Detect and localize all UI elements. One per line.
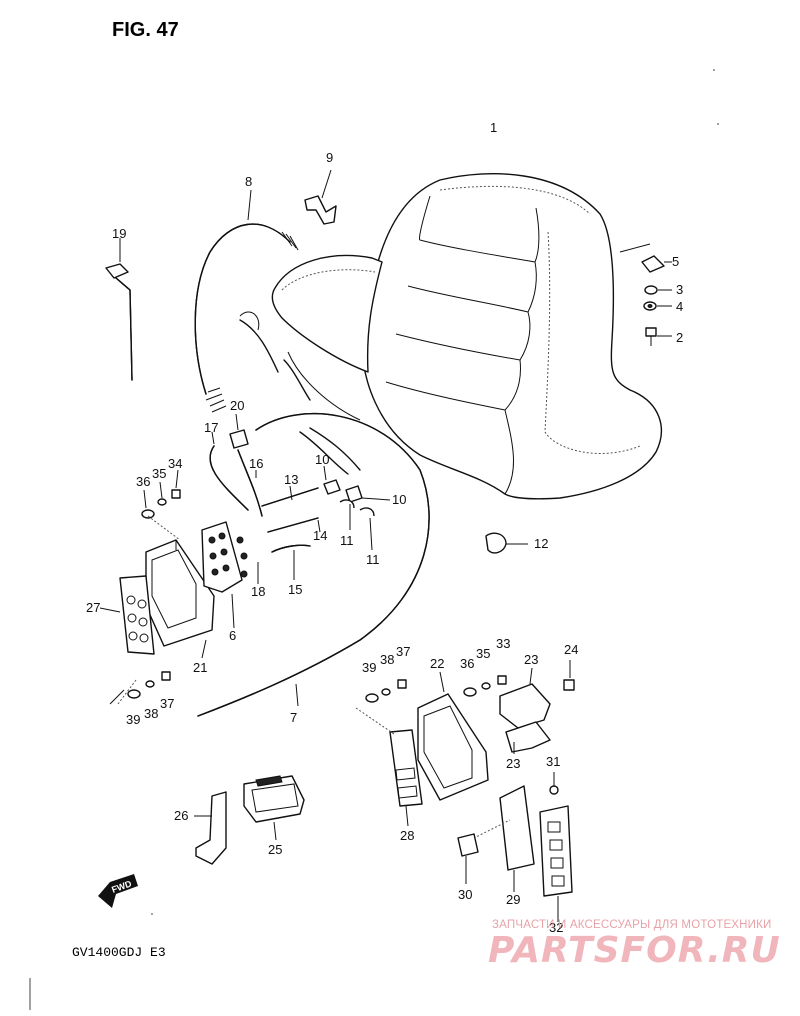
- right-control-box: [355, 660, 575, 922]
- part-label: 18: [251, 584, 265, 599]
- part-label: 29: [506, 892, 520, 907]
- part-label: 31: [546, 754, 560, 769]
- part-label: 23: [524, 652, 538, 667]
- part-label: 36: [460, 656, 474, 671]
- part-label: 14: [313, 528, 327, 543]
- seat: [239, 173, 663, 500]
- part-label: 17: [204, 420, 218, 435]
- bracket-26: [194, 791, 227, 865]
- part-label: 27: [86, 600, 100, 615]
- part-label: 37: [160, 696, 174, 711]
- part-label: 33: [496, 636, 510, 651]
- hose-bundle: [197, 319, 430, 717]
- part-label: 35: [476, 646, 490, 661]
- part-label: 10: [392, 492, 406, 507]
- part-label: 25: [268, 842, 282, 857]
- scan-specks: [29, 69, 719, 1010]
- part-label: 35: [152, 466, 166, 481]
- part-label: 16: [249, 456, 263, 471]
- part-label: 22: [430, 656, 444, 671]
- part-label: 26: [174, 808, 188, 823]
- part-label: 11: [340, 533, 354, 548]
- part-label: 36: [136, 474, 150, 489]
- fastener-stack-right: [619, 243, 672, 346]
- part-label: 38: [380, 652, 394, 667]
- part-label: 8: [245, 174, 252, 189]
- part-labels: 1 2 3 4 5 6 7 8 9 10 10 11 11 12 13 14 1…: [86, 120, 683, 935]
- part-label: 23: [506, 756, 520, 771]
- part-label: 6: [229, 628, 236, 643]
- left-control-box: [99, 469, 259, 705]
- figure-title: FIG. 47: [112, 19, 179, 41]
- part-label: 11: [366, 552, 380, 567]
- part-label: 5: [672, 254, 679, 269]
- clip-12: [485, 532, 528, 554]
- part-label: 15: [288, 582, 302, 597]
- part-label: 37: [396, 644, 410, 659]
- part-label: 2: [676, 330, 683, 345]
- part-label: 39: [126, 712, 140, 727]
- part-label: 4: [676, 299, 683, 314]
- part-label: 13: [284, 472, 298, 487]
- watermark-logo: PARTSFOR.RU: [488, 930, 781, 971]
- part-label: 9: [326, 150, 333, 165]
- part-label: 38: [144, 706, 158, 721]
- cable-19: [105, 238, 133, 381]
- part-label: 28: [400, 828, 414, 843]
- hose-clamp-9: [304, 169, 337, 225]
- model-code: GV1400GDJ E3: [72, 945, 166, 960]
- part-label: 32: [549, 920, 563, 935]
- part-label: 12: [534, 536, 548, 551]
- part-label: 24: [564, 642, 578, 657]
- part-label: 7: [290, 710, 297, 725]
- part-label: 1: [490, 120, 497, 135]
- part-label: 39: [362, 660, 376, 675]
- part-label: 3: [676, 282, 683, 297]
- fwd-arrow: FWD: [98, 874, 138, 908]
- part-label: 30: [458, 887, 472, 902]
- part-label: 34: [168, 456, 182, 471]
- corrugated-hose-8: [194, 189, 299, 413]
- connector-25: [243, 775, 305, 841]
- part-label: 21: [193, 660, 207, 675]
- watermark-subtitle: ЗАПЧАСТИ И АКСЕССУАРЫ ДЛЯ МОТОТЕХНИКИ: [492, 919, 772, 931]
- part-label: 10: [315, 452, 329, 467]
- part-label: 20: [230, 398, 244, 413]
- part-label: 19: [112, 226, 126, 241]
